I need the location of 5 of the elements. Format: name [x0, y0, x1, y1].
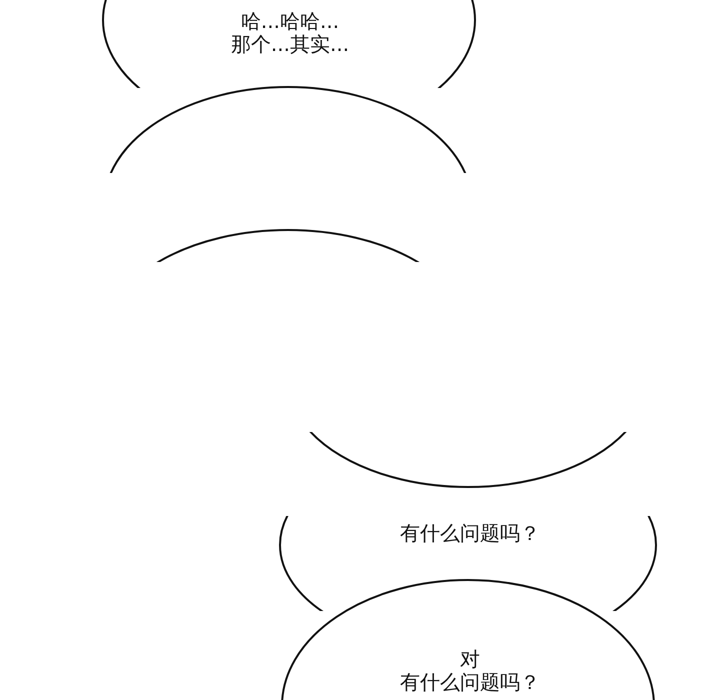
speech-text: 有什么问题吗？ [399, 522, 541, 545]
speech-text: 哈...哈哈... [240, 10, 340, 33]
speech-text: 有什么问题吗？ [399, 671, 541, 694]
speech-text: 对 [459, 648, 481, 671]
speech-text: 那个...其实... [230, 33, 350, 56]
